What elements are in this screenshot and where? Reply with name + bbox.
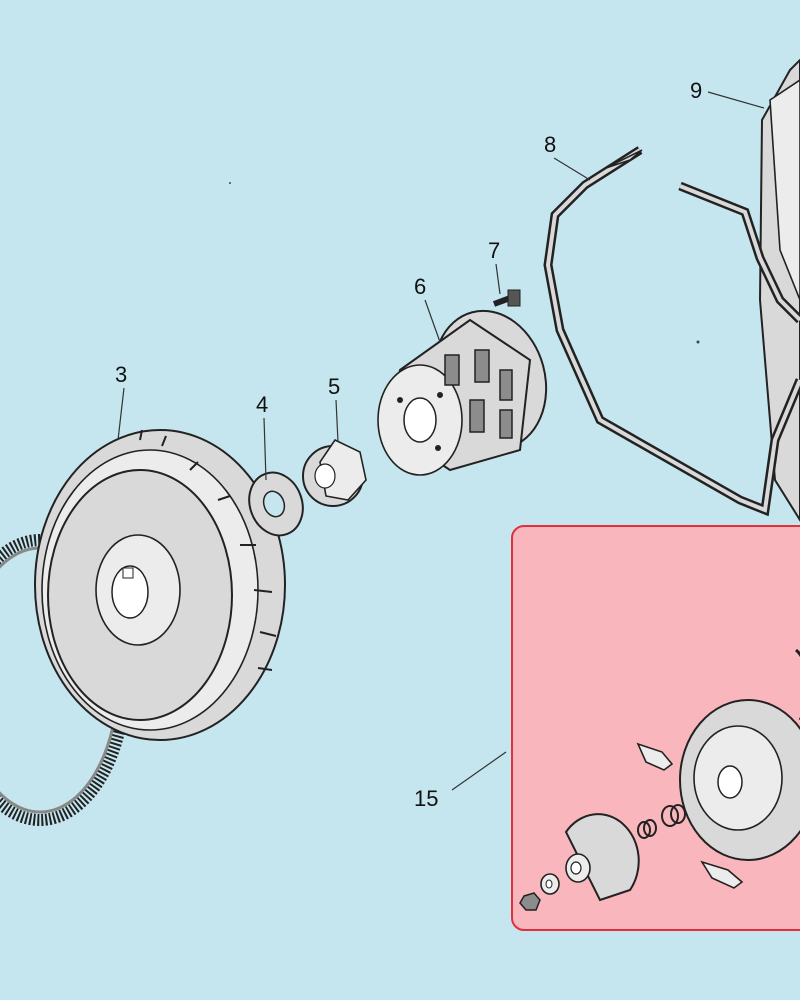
- starter-cup: [377, 309, 548, 476]
- speck: [229, 182, 231, 184]
- recoil-starter-assembly: [519, 648, 800, 911]
- flange-nut: [302, 438, 367, 507]
- callout-6: 6: [414, 274, 427, 299]
- callout-3: 3: [115, 362, 128, 387]
- callout-4: 4: [256, 392, 269, 417]
- callout-9: 9: [690, 78, 703, 103]
- callout-5: 5: [328, 374, 341, 399]
- callout-8: 8: [544, 132, 557, 157]
- spring: [637, 804, 686, 839]
- callout-7: 7: [488, 238, 501, 263]
- speck: [696, 340, 700, 344]
- gasket-strip: [543, 146, 800, 517]
- bolt: [492, 289, 521, 307]
- leader-lines: [117, 91, 765, 791]
- washer: [248, 471, 304, 537]
- flywheel: [34, 429, 286, 741]
- callout-15: 15: [414, 786, 439, 811]
